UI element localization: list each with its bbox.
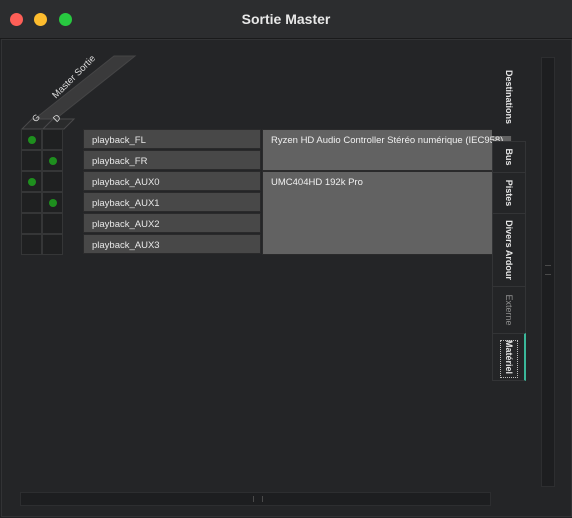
tab-bus[interactable]: Bus (492, 141, 526, 173)
title-bar: Sortie Master (0, 0, 572, 39)
grid-cell[interactable] (42, 213, 63, 234)
tab-externe[interactable]: Externe (492, 286, 526, 334)
port-label: playback_AUX3 (83, 234, 261, 254)
tab-divers-ardour[interactable]: Divers Ardour (492, 213, 526, 287)
grid-cell[interactable] (21, 129, 42, 150)
grid-cell[interactable] (42, 129, 63, 150)
scrollbar-grip[interactable] (253, 496, 263, 502)
grid-cell[interactable] (21, 150, 42, 171)
tab-pistes[interactable]: Pistes (492, 172, 526, 214)
grid-cell[interactable] (42, 150, 63, 171)
tab-materiel[interactable]: Matériel (492, 333, 526, 381)
device-label: Ryzen HD Audio Controller Stéréo numériq… (262, 129, 512, 171)
connection-dot (49, 157, 57, 165)
vertical-scrollbar[interactable] (541, 57, 555, 487)
connection-dot (49, 199, 57, 207)
port-label: playback_FL (83, 129, 261, 149)
window-title: Sortie Master (241, 11, 331, 27)
port-label: playback_FR (83, 150, 261, 170)
routing-matrix-panel: Master Sortie G D playback_FL playback_F… (1, 39, 572, 517)
grid-cell[interactable] (42, 192, 63, 213)
device-label: UMC404HD 192k Pro (262, 171, 512, 255)
focus-outline (500, 340, 518, 378)
port-label: playback_AUX0 (83, 171, 261, 191)
grid-cell[interactable] (21, 213, 42, 234)
scrollbar-grip[interactable] (545, 265, 551, 275)
tab-header-destinations: Destinations (492, 58, 526, 136)
horizontal-scrollbar[interactable] (20, 492, 491, 506)
grid-cell[interactable] (21, 234, 42, 255)
grid-cell[interactable] (21, 171, 42, 192)
grid-cell[interactable] (21, 192, 42, 213)
grid-cell[interactable] (42, 234, 63, 255)
port-label: playback_AUX1 (83, 192, 261, 212)
minimize-window-button[interactable] (34, 13, 47, 26)
connection-dot (28, 178, 36, 186)
close-window-button[interactable] (10, 13, 23, 26)
port-label: playback_AUX2 (83, 213, 261, 233)
grid-cell[interactable] (42, 171, 63, 192)
connection-dot (28, 136, 36, 144)
maximize-window-button[interactable] (59, 13, 72, 26)
